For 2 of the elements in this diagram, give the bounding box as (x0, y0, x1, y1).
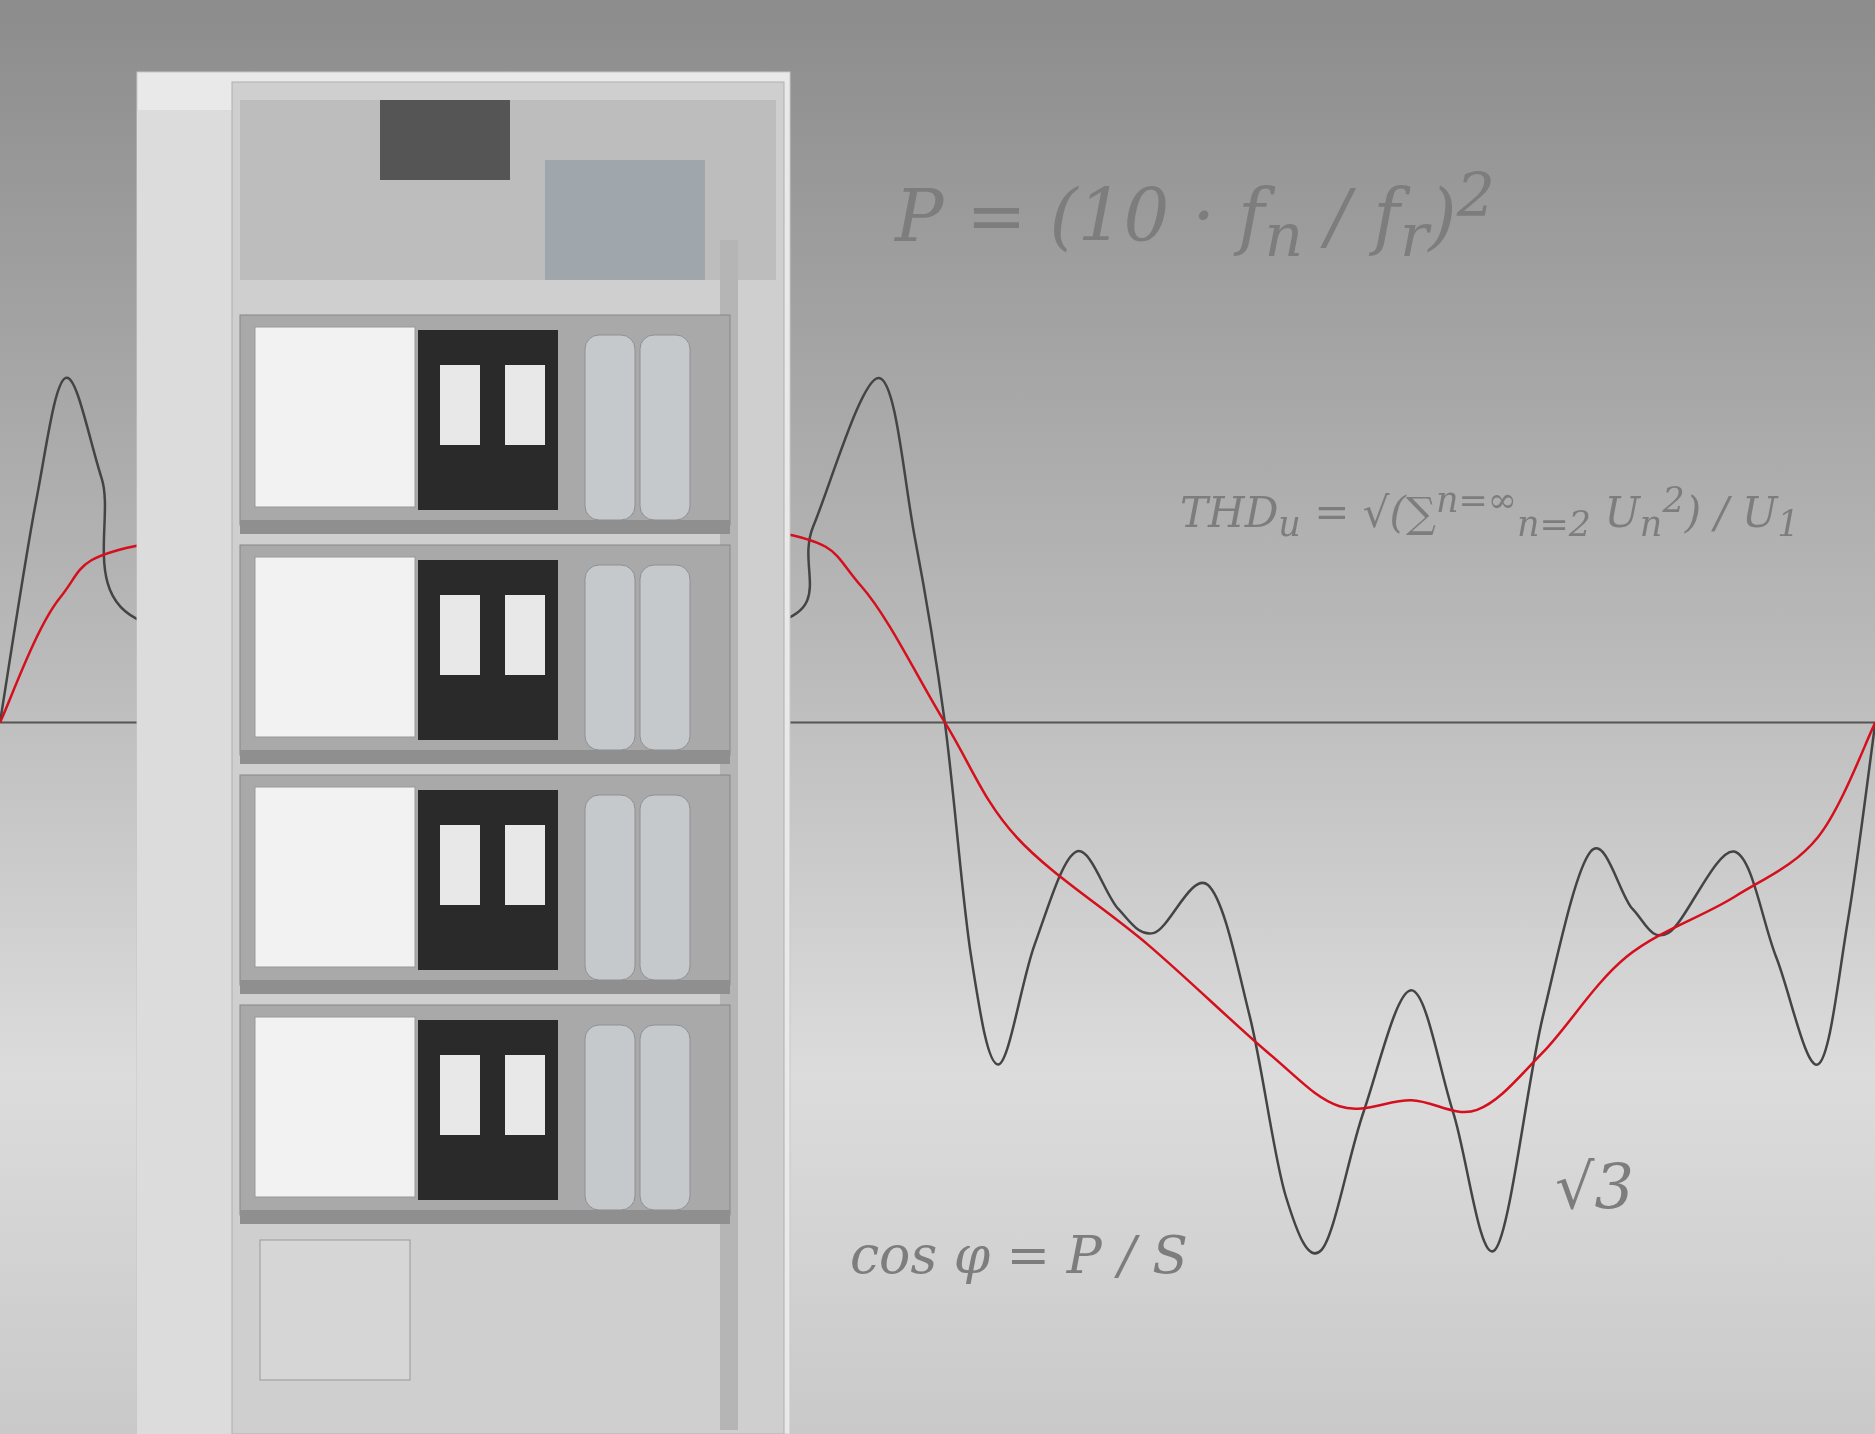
handwritten-formula: √3 (1555, 1150, 1634, 1223)
handwritten-formula: cos φ = P / S (850, 1225, 1188, 1285)
